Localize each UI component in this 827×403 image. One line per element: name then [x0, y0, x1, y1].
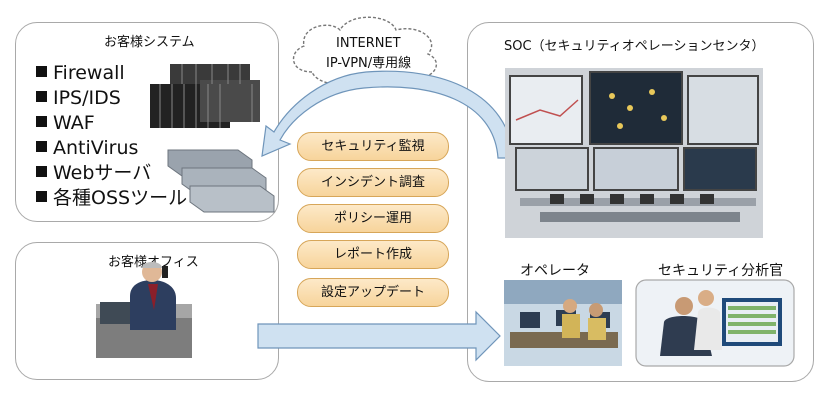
- office-worker-icon: [96, 262, 192, 358]
- bullet-square-icon: [36, 191, 47, 202]
- cloud-label-internet: INTERNET: [336, 36, 401, 51]
- customer-system-list: Firewall IPS/IDS WAF AntiVirus Webサーバ 各種…: [36, 61, 187, 211]
- bullet-square-icon: [36, 66, 47, 77]
- service-report-creation: レポート作成: [297, 240, 449, 269]
- security-analyst-label: セキュリティ分析官: [658, 263, 784, 279]
- bullet-square-icon: [36, 166, 47, 177]
- customer-system-title: お客様システム: [104, 35, 195, 50]
- service-policy-operation: ポリシー運用: [297, 204, 449, 233]
- system-item: 各種OSSツール: [36, 186, 187, 211]
- system-item: IPS/IDS: [36, 86, 187, 111]
- server-rack-icon: [150, 64, 260, 128]
- appliance-box-icon: [167, 149, 275, 213]
- operator-label: オペレータ: [520, 263, 590, 279]
- service-security-monitoring: セキュリティ監視: [297, 132, 449, 161]
- bullet-square-icon: [36, 141, 47, 152]
- bullet-square-icon: [36, 116, 47, 127]
- service-config-update: 設定アップデート: [297, 278, 449, 307]
- security-analyst-image: [635, 279, 795, 367]
- service-incident-investigation: インシデント調査: [297, 168, 449, 197]
- soc-title: SOC（セキュリティオペレーションセンタ）: [504, 39, 765, 54]
- office-to-soc-arrow: [257, 310, 501, 362]
- cloud-label-network: IP-VPN/専用線: [326, 56, 412, 71]
- system-item: Firewall: [36, 61, 187, 86]
- system-item: WAF: [36, 111, 187, 136]
- bullet-square-icon: [36, 91, 47, 102]
- monitoring-curved-arrow: [261, 70, 515, 159]
- operator-image: [504, 280, 622, 366]
- soc-control-room-image: [505, 68, 763, 238]
- system-item: AntiVirus: [36, 136, 187, 161]
- system-item: Webサーバ: [36, 161, 187, 186]
